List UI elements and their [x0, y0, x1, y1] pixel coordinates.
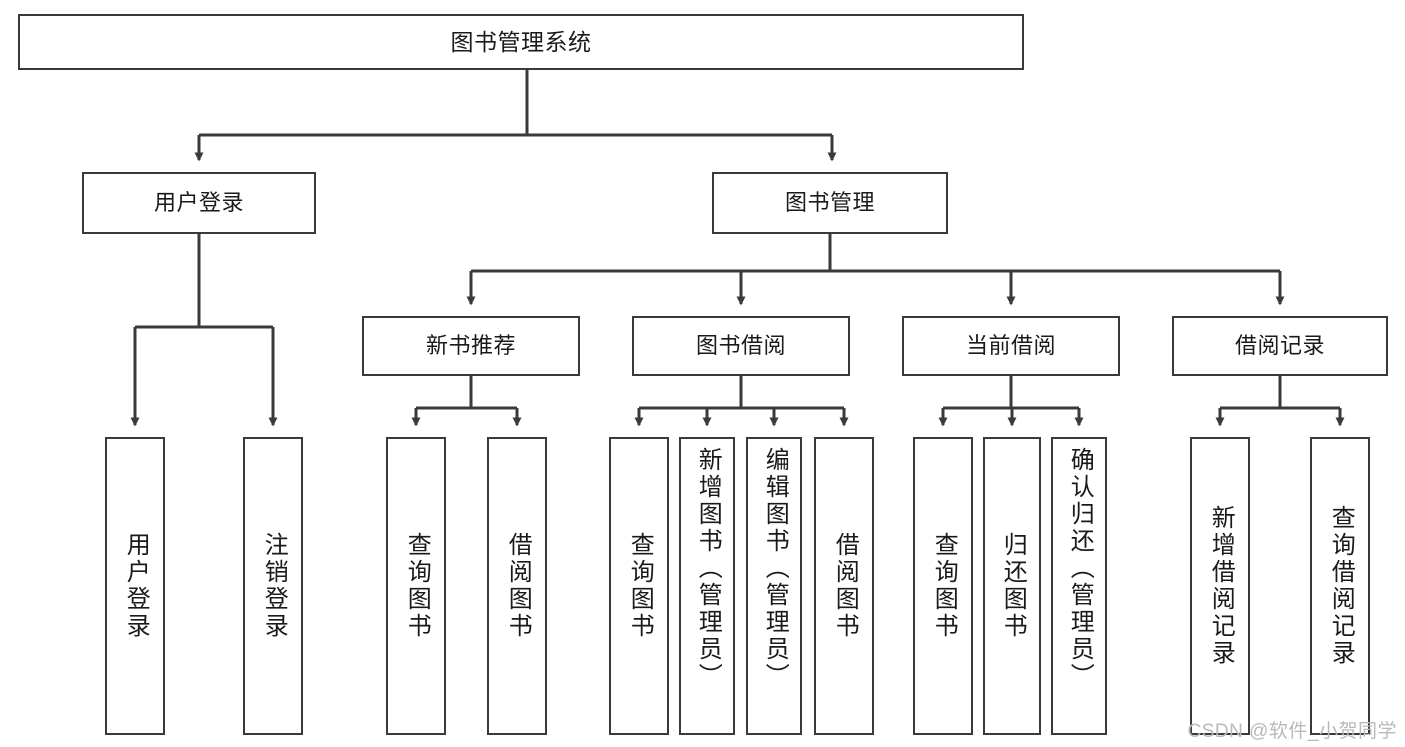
node-book-borrow-label: 图书借阅 [695, 333, 786, 359]
leaf-query-record-label: 查询借阅记录 [1327, 505, 1355, 667]
node-book-manage-label: 图书管理 [784, 190, 875, 216]
leaf-query-book-2[interactable]: 查询图书 [609, 437, 669, 735]
node-user-login[interactable]: 用户登录 [82, 172, 316, 234]
leaf-borrow-book-2[interactable]: 借阅图书 [814, 437, 874, 735]
leaf-add-book-label: 新增图书（管理员） [694, 447, 722, 690]
node-current-borrow-label: 当前借阅 [965, 333, 1056, 359]
leaf-user-login-label: 用户登录 [122, 532, 150, 640]
leaf-edit-book-label: 编辑图书（管理员） [761, 447, 789, 690]
node-book-manage[interactable]: 图书管理 [712, 172, 948, 234]
leaf-logout-label: 注销登录 [260, 532, 288, 640]
node-root[interactable]: 图书管理系统 [18, 14, 1024, 70]
leaf-return-book[interactable]: 归还图书 [983, 437, 1041, 735]
leaf-edit-book[interactable]: 编辑图书（管理员） [746, 437, 802, 735]
leaf-query-book-1[interactable]: 查询图书 [386, 437, 446, 735]
leaf-return-book-label: 归还图书 [999, 532, 1027, 640]
leaf-borrow-book-1[interactable]: 借阅图书 [487, 437, 547, 735]
leaf-confirm-return[interactable]: 确认归还（管理员） [1051, 437, 1107, 735]
leaf-query-book-1-label: 查询图书 [403, 532, 431, 640]
node-current-borrow[interactable]: 当前借阅 [902, 316, 1120, 376]
leaf-borrow-book-2-label: 借阅图书 [831, 532, 859, 640]
leaf-add-book[interactable]: 新增图书（管理员） [679, 437, 735, 735]
leaf-logout[interactable]: 注销登录 [243, 437, 303, 735]
node-new-book-recommend[interactable]: 新书推荐 [362, 316, 580, 376]
leaf-add-record-label: 新增借阅记录 [1207, 505, 1235, 667]
node-user-login-label: 用户登录 [153, 190, 244, 216]
leaf-query-record[interactable]: 查询借阅记录 [1310, 437, 1370, 735]
node-root-label: 图书管理系统 [450, 28, 592, 55]
node-borrow-record[interactable]: 借阅记录 [1172, 316, 1388, 376]
leaf-add-record[interactable]: 新增借阅记录 [1190, 437, 1250, 735]
leaf-query-book-2-label: 查询图书 [626, 532, 654, 640]
leaf-query-book-3[interactable]: 查询图书 [913, 437, 973, 735]
watermark-text: CSDN @软件_小贺同学 [1187, 721, 1397, 742]
node-book-borrow[interactable]: 图书借阅 [632, 316, 850, 376]
node-new-book-recommend-label: 新书推荐 [425, 333, 516, 359]
node-borrow-record-label: 借阅记录 [1234, 333, 1325, 359]
leaf-user-login[interactable]: 用户登录 [105, 437, 165, 735]
leaf-confirm-return-label: 确认归还（管理员） [1066, 447, 1094, 690]
leaf-borrow-book-1-label: 借阅图书 [504, 532, 532, 640]
leaf-query-book-3-label: 查询图书 [930, 532, 958, 640]
